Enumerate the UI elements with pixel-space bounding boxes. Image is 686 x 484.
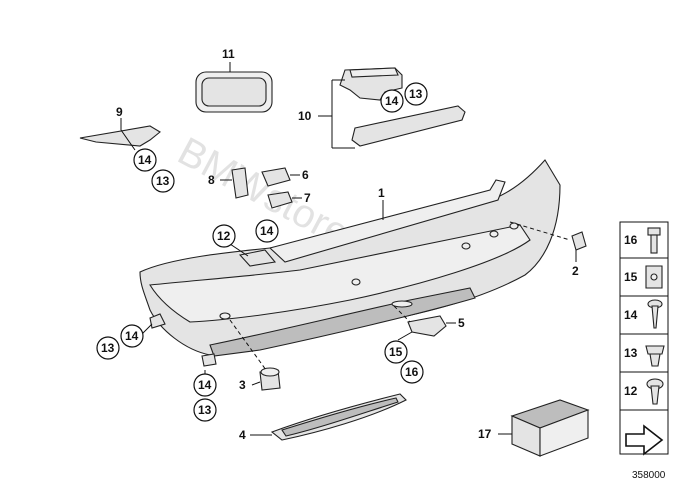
label-14-mid: 14: [260, 224, 274, 238]
part-6-holder: [261, 167, 300, 187]
part-4-grille: [250, 393, 407, 441]
part-8-holder: [220, 167, 249, 199]
part-7-holder: [267, 191, 302, 209]
label-11: 11: [222, 47, 235, 61]
label-13-left: 13: [156, 174, 170, 188]
expanding-nut-icon: [645, 345, 665, 367]
legend-num-16: 16: [624, 233, 638, 247]
part-9-bracket: [79, 118, 161, 151]
callout-circle-14-top: [380, 89, 404, 113]
label-14-bottom: 14: [198, 378, 212, 392]
callout-circle-13-bottom: [193, 398, 217, 422]
drawing-number: 358000: [632, 470, 666, 481]
part-1-bumper: [139, 159, 561, 357]
part-12-cover: [229, 243, 277, 267]
label-6: 6: [302, 168, 309, 182]
leader-15: [397, 331, 413, 341]
arrow-icon: [625, 424, 664, 456]
callout-circle-14-mid: [255, 219, 279, 243]
label-2: 2: [572, 264, 579, 278]
label-8: 8: [208, 173, 215, 187]
label-12: 12: [217, 229, 231, 243]
label-15: 15: [389, 345, 403, 359]
callout-circle-12: [212, 224, 236, 248]
part-3-sensor: [229, 319, 281, 391]
label-3: 3: [239, 378, 246, 392]
callout-circle-13-lower-left: [96, 336, 120, 360]
part-11-pad: [195, 62, 273, 113]
label-7: 7: [304, 191, 311, 205]
callout-circle-13-top: [404, 82, 428, 106]
callout-circle-13-left: [151, 169, 175, 193]
clip-nut-icon: [645, 265, 663, 289]
fastener-legend: 16 15 14 13 12: [619, 221, 669, 456]
legend-num-14: 14: [624, 308, 638, 322]
callout-circle-15: [384, 340, 408, 364]
label-5: 5: [458, 316, 465, 330]
bolt-icon: [647, 227, 661, 254]
callout-circle-14-lower-left: [120, 324, 144, 348]
label-13-lower-left: 13: [101, 341, 115, 355]
legend-cell-12: [619, 371, 669, 411]
label-16: 16: [405, 365, 419, 379]
part-17-kit: [498, 399, 590, 457]
label-17: 17: [478, 427, 492, 441]
part-10-bracket: [318, 67, 466, 149]
label-1: 1: [378, 186, 385, 200]
label-9: 9: [116, 105, 123, 119]
left-mount: [139, 313, 166, 337]
label-14-top: 14: [385, 94, 399, 108]
legend-num-12: 12: [624, 384, 638, 398]
label-14-lower-left: 14: [125, 329, 139, 343]
label-13-bottom: 13: [198, 403, 212, 417]
legend-num-13: 13: [624, 346, 638, 360]
callout-circle-14-bottom: [193, 373, 217, 397]
label-4: 4: [239, 428, 246, 442]
rivet-icon: [646, 378, 664, 405]
legend-num-15: 15: [624, 270, 638, 284]
label-14-left: 14: [138, 153, 152, 167]
screw-icon: [647, 299, 663, 329]
label-10: 10: [298, 109, 312, 123]
callout-circle-14-left: [133, 148, 157, 172]
callout-circle-16: [400, 360, 424, 384]
part-2-cap: [509, 221, 587, 262]
label-13-top: 13: [409, 87, 423, 101]
part-5-cover: [393, 305, 456, 337]
